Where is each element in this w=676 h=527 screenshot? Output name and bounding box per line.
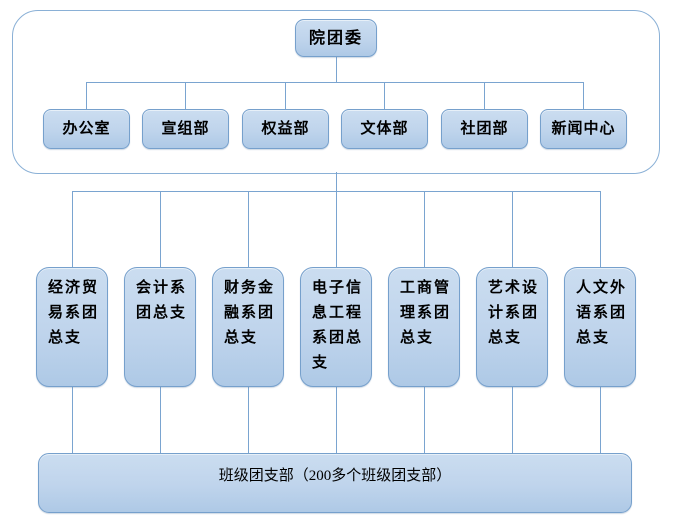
branch-node-art-design: 艺术设计系团总支 xyxy=(476,267,548,387)
connector-line xyxy=(248,191,249,267)
connector-line xyxy=(160,191,161,267)
branch-node-finance: 财务金融系团总支 xyxy=(212,267,284,387)
dept-node-news-center: 新闻中心 xyxy=(540,109,627,149)
connector-line xyxy=(336,387,337,453)
connector-line xyxy=(512,191,513,267)
branch-node-economics-trade: 经济贸易系团总支 xyxy=(36,267,108,387)
connector-line xyxy=(600,387,601,453)
connector-line xyxy=(160,387,161,453)
branch-node-accounting: 会计系团总支 xyxy=(124,267,196,387)
branch-node-electronics: 电子信息工程系团总支 xyxy=(300,267,372,387)
connector-line xyxy=(336,172,337,191)
branch-node-humanities-lang: 人文外语系团总支 xyxy=(564,267,636,387)
dept-node-rights: 权益部 xyxy=(242,109,329,149)
connector-line xyxy=(185,82,186,109)
connector-line xyxy=(424,387,425,453)
connector-line xyxy=(424,191,425,267)
dept-node-culture-sport: 文体部 xyxy=(341,109,428,149)
dept-node-clubs: 社团部 xyxy=(441,109,528,149)
branch-node-business-mgmt: 工商管理系团总支 xyxy=(388,267,460,387)
root-node: 院团委 xyxy=(295,19,377,57)
connector-line xyxy=(285,82,286,109)
connector-line xyxy=(512,387,513,453)
connector-line xyxy=(600,191,601,267)
class-branch-node: 班级团支部（200多个班级团支部） xyxy=(38,453,632,513)
connector-line xyxy=(336,56,337,82)
connector-line xyxy=(72,387,73,453)
connector-line xyxy=(484,82,485,109)
connector-line xyxy=(72,191,73,267)
dept-node-propaganda: 宣组部 xyxy=(142,109,229,149)
connector-line xyxy=(248,387,249,453)
connector-line xyxy=(384,82,385,109)
dept-node-office: 办公室 xyxy=(43,109,130,149)
connector-line xyxy=(336,191,337,267)
connector-line xyxy=(583,82,584,109)
connector-line xyxy=(86,82,87,109)
connector-line xyxy=(86,82,583,83)
